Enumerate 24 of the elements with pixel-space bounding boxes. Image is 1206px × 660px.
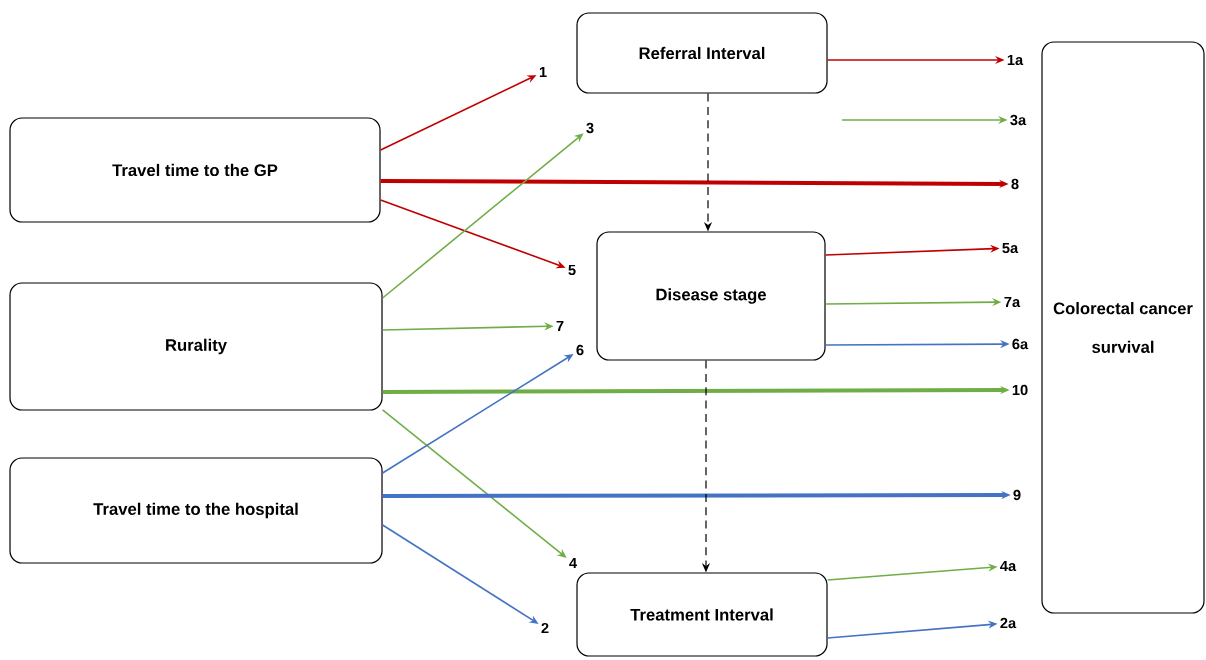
path-number: 2	[541, 622, 549, 634]
path-number: 5	[568, 264, 576, 276]
path-number: 2a	[1000, 617, 1017, 629]
path-number: 5a	[1002, 242, 1019, 254]
factor-box: Referral Interval	[576, 12, 828, 94]
path-number: 1	[539, 66, 547, 78]
path-number: 3a	[1010, 114, 1027, 126]
path-number: 4a	[1000, 560, 1017, 572]
factor-box: Rurality	[9, 282, 383, 411]
path-number: 6a	[1012, 338, 1029, 350]
path-number: 1a	[1007, 54, 1024, 66]
path-number: 7a	[1004, 296, 1021, 308]
path-number: 3	[586, 122, 594, 134]
path-number: 6	[576, 344, 584, 356]
outcome-box: Colorectal cancer survival	[1041, 41, 1205, 614]
factor-box: Travel time to the hospital	[9, 457, 383, 564]
path-number: 10	[1012, 384, 1028, 396]
path-number: 9	[1013, 489, 1021, 501]
path-number: 4	[569, 557, 577, 569]
path-number: 8	[1011, 178, 1019, 190]
factor-box: Disease stage	[596, 231, 826, 361]
path-number: 7	[556, 320, 564, 332]
factor-box: Travel time to the GP	[9, 117, 381, 223]
factor-box: Treatment Interval	[576, 572, 828, 657]
